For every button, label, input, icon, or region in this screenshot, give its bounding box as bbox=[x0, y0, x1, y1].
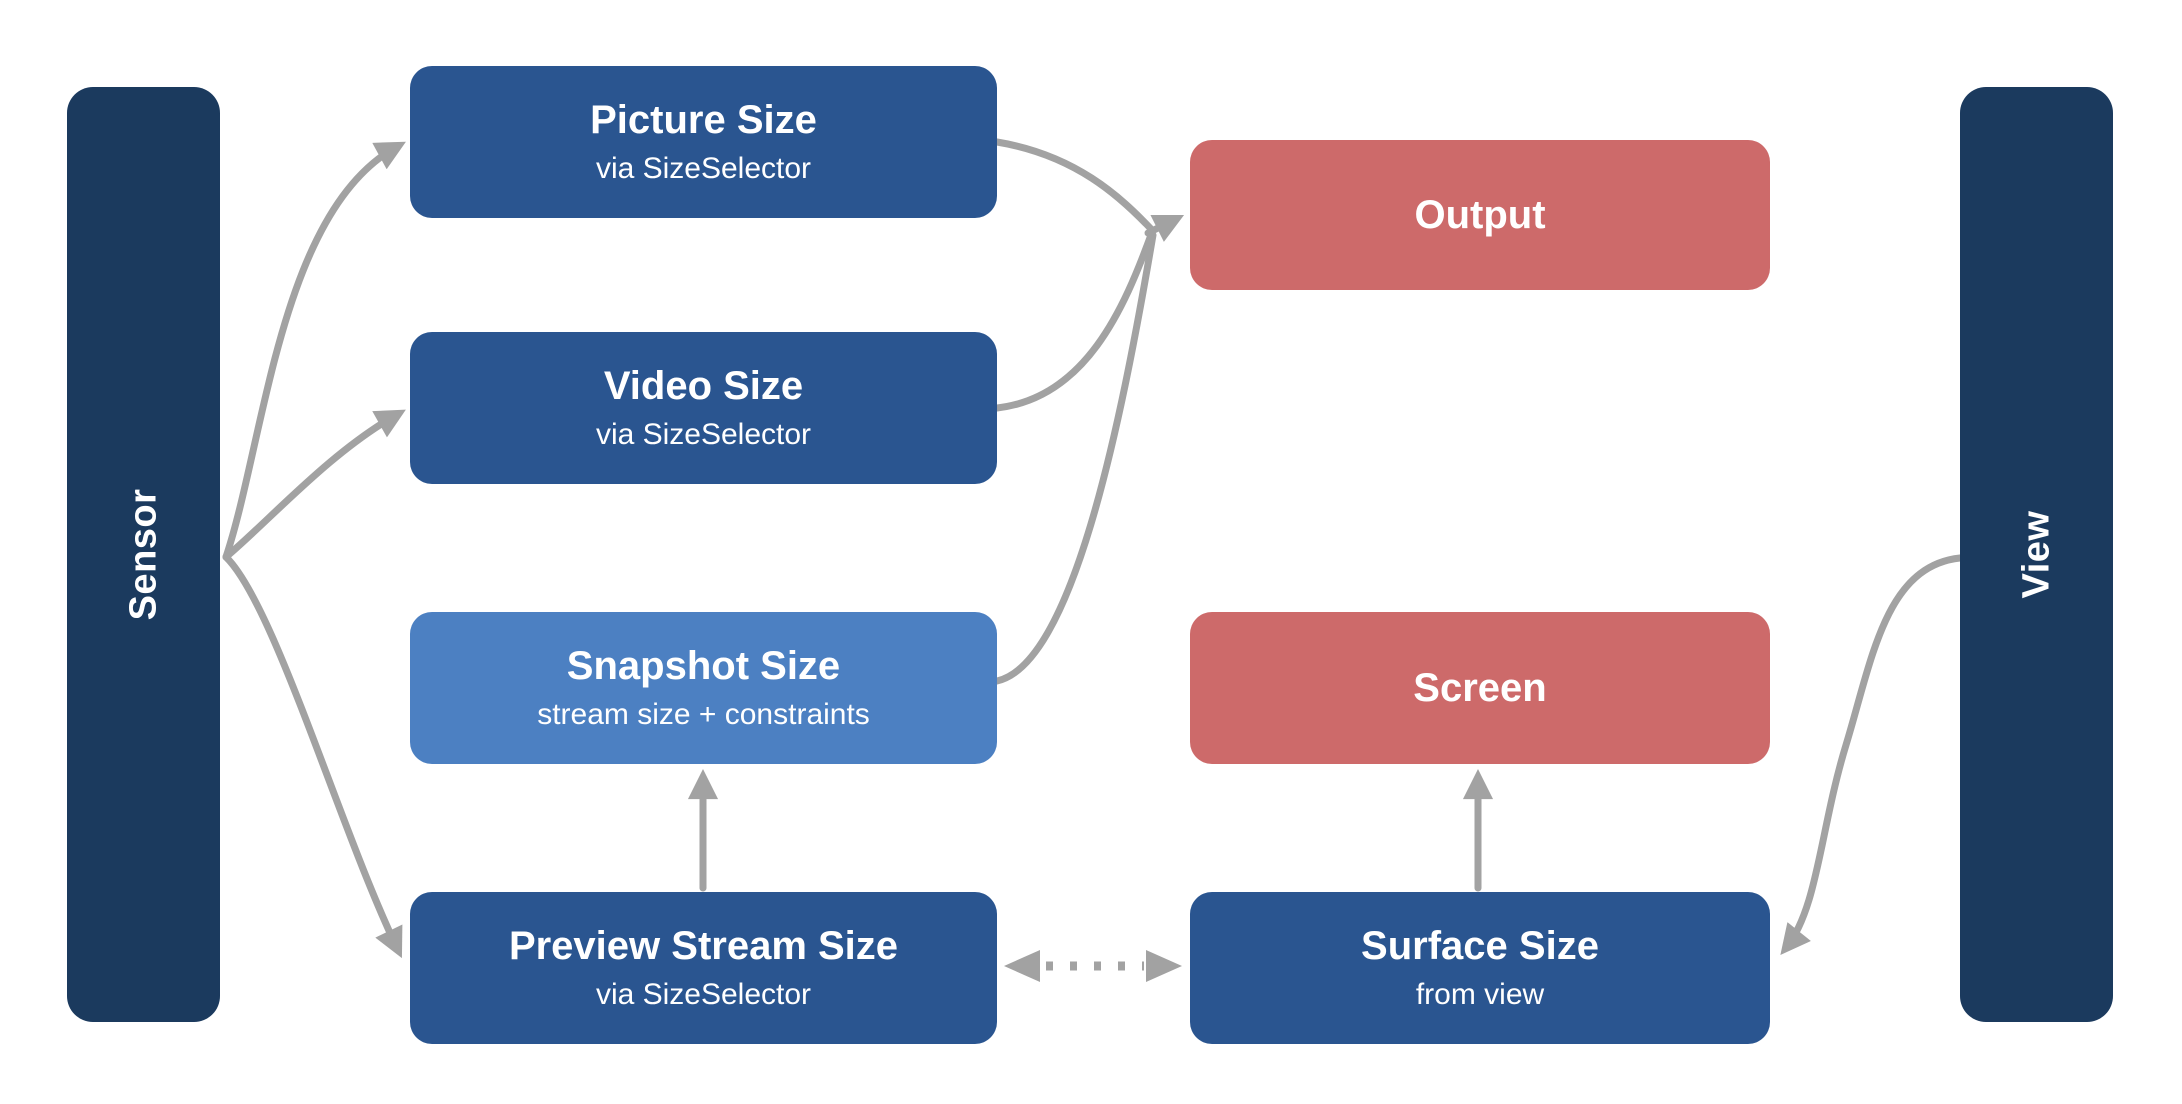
node-snapshot-size-title: Snapshot Size bbox=[566, 644, 841, 688]
node-picture-size: Picture Size via SizeSelector bbox=[410, 66, 997, 218]
edge-picture-size-to-output bbox=[993, 138, 1156, 234]
edge-video-size-to-output bbox=[993, 228, 1156, 412]
rail-view-label: View bbox=[2014, 510, 2057, 599]
node-screen: Screen bbox=[1190, 612, 1770, 764]
node-preview-stream-size-subtitle: via SizeSelector bbox=[595, 978, 812, 1011]
node-surface-size: Surface Size from view bbox=[1190, 892, 1770, 1044]
dotted-arrowhead-left bbox=[1004, 950, 1040, 982]
node-surface-size-title: Surface Size bbox=[1361, 924, 1599, 968]
node-picture-size-title: Picture Size bbox=[590, 98, 817, 142]
rail-view: View bbox=[1960, 87, 2113, 1022]
rail-sensor-label: Sensor bbox=[121, 488, 164, 621]
node-output: Output bbox=[1190, 140, 1770, 290]
node-picture-size-subtitle: via SizeSelector bbox=[595, 152, 812, 185]
dotted-arrowhead-right bbox=[1146, 950, 1182, 982]
node-video-size-subtitle: via SizeSelector bbox=[595, 418, 812, 451]
node-screen-title: Screen bbox=[1413, 666, 1547, 710]
edge-view-to-surface-size bbox=[1780, 554, 1964, 956]
node-surface-size-subtitle: from view bbox=[1415, 978, 1545, 1011]
node-output-title: Output bbox=[1414, 193, 1546, 237]
node-video-size: Video Size via SizeSelector bbox=[410, 332, 997, 484]
edge-output-merged-arrowhead bbox=[1144, 214, 1185, 242]
node-preview-stream-size-title: Preview Stream Size bbox=[508, 924, 899, 968]
edge-sensor-to-picture-size bbox=[222, 141, 406, 561]
node-snapshot-size: Snapshot Size stream size + constraints bbox=[410, 612, 997, 764]
rail-sensor: Sensor bbox=[67, 87, 220, 1022]
edge-sensor-to-video-size bbox=[222, 409, 406, 561]
edge-sensor-to-preview-stream-size bbox=[222, 553, 403, 959]
edge-snapshot-size-to-output bbox=[993, 231, 1157, 685]
node-video-size-title: Video Size bbox=[603, 364, 804, 408]
node-snapshot-size-subtitle: stream size + constraints bbox=[537, 698, 870, 731]
node-preview-stream-size: Preview Stream Size via SizeSelector bbox=[410, 892, 997, 1044]
